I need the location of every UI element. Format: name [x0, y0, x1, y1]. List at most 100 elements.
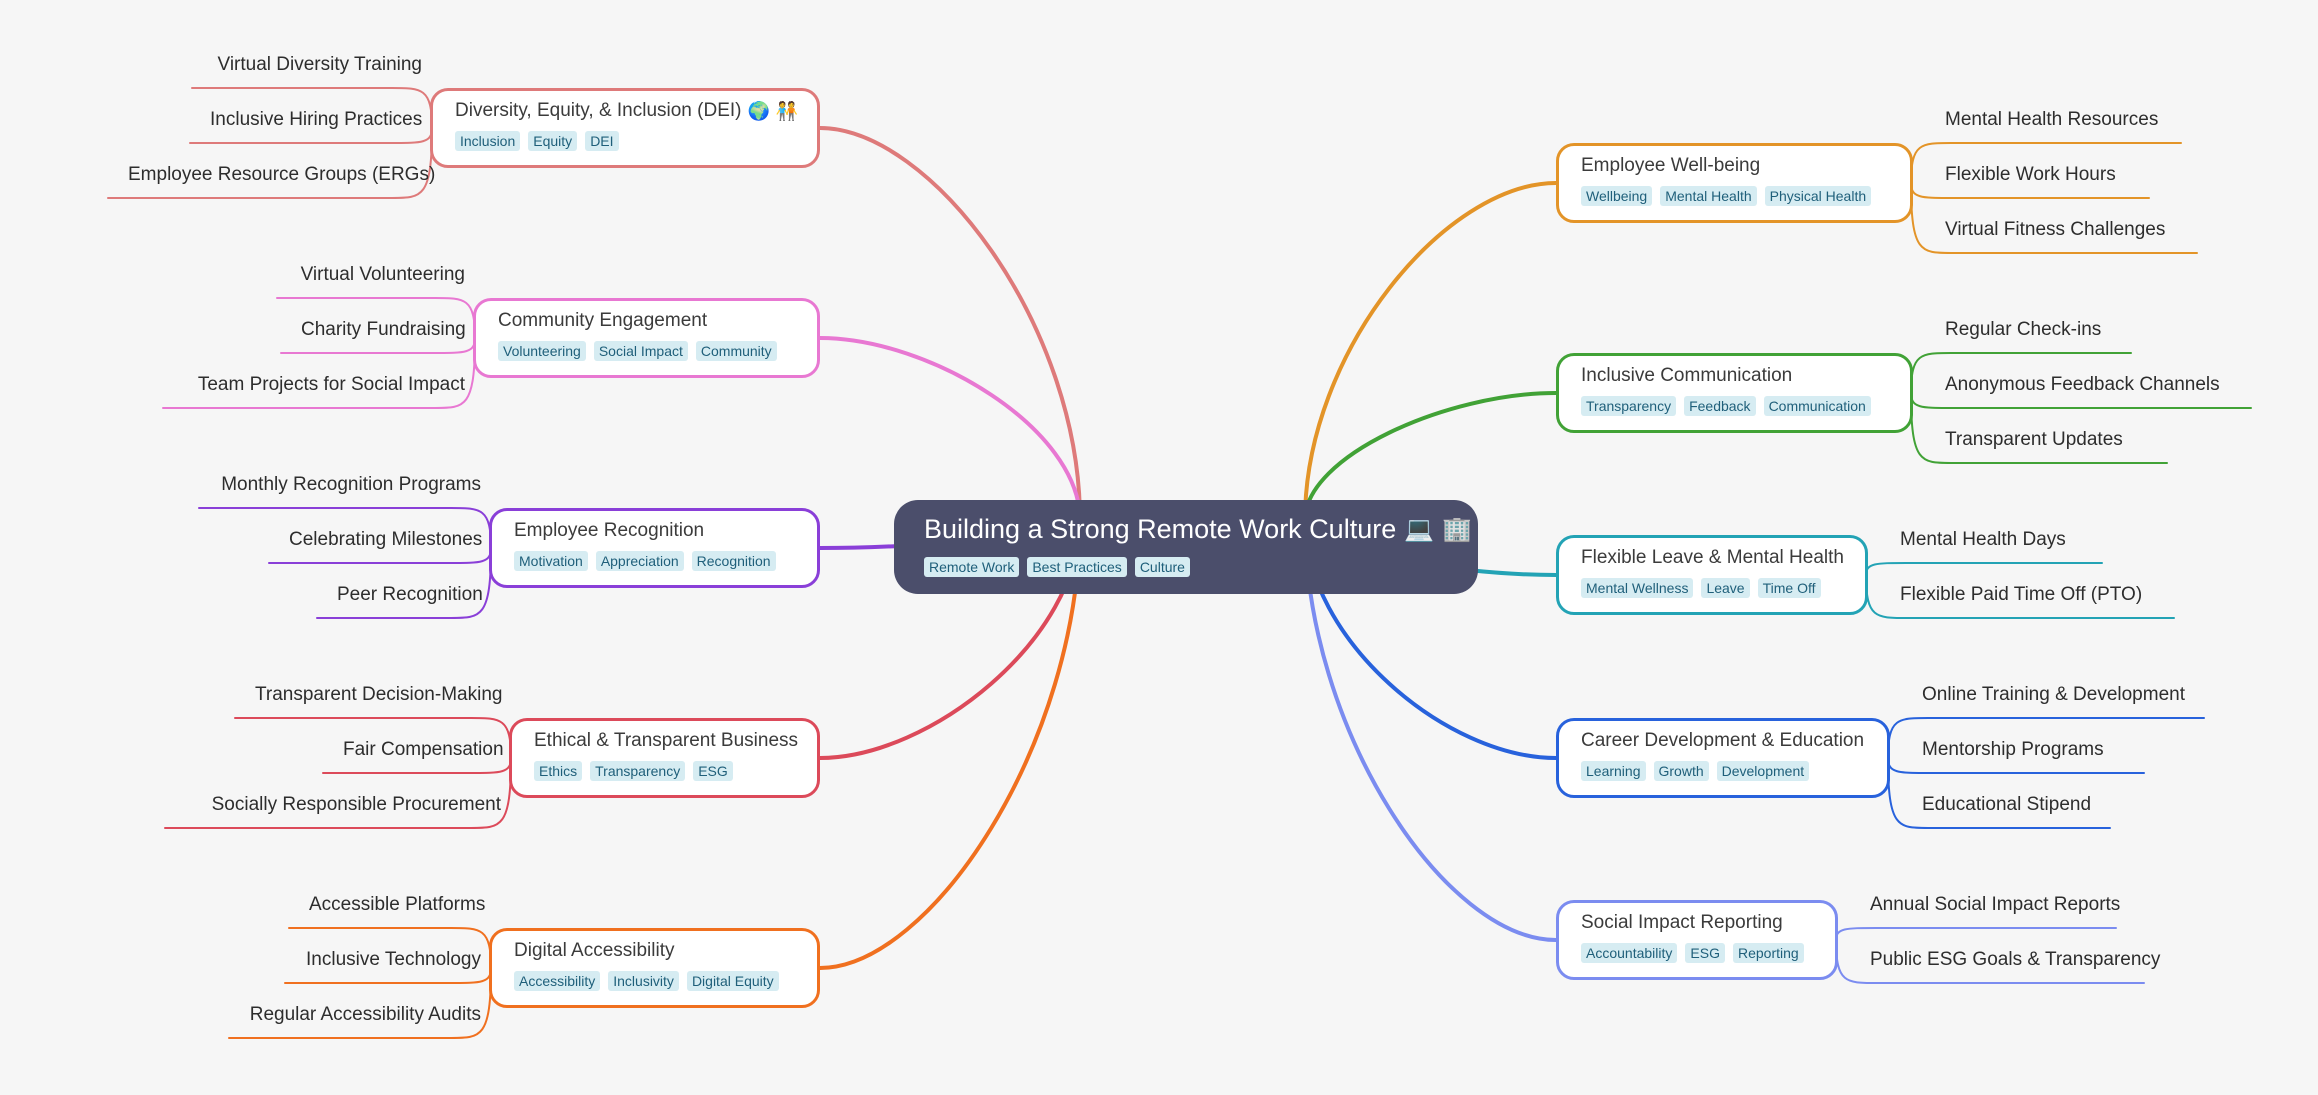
tag[interactable]: Communication	[1763, 396, 1871, 416]
leaf-item[interactable]: Mental Health Days	[1900, 529, 2066, 550]
leaf-item[interactable]: Transparent Decision-Making	[255, 684, 503, 705]
leaf-item[interactable]: Inclusive Technology	[306, 949, 481, 970]
leaf-item[interactable]: Accessible Platforms	[309, 894, 486, 915]
leaf-item[interactable]: Virtual Volunteering	[300, 264, 465, 285]
tag[interactable]: Social Impact	[593, 341, 688, 361]
branch-title-row: Ethical & Transparent Business	[534, 730, 817, 752]
branch-title-row: Employee Recognition	[514, 520, 817, 542]
leaf-item[interactable]: Virtual Fitness Challenges	[1945, 219, 2166, 240]
tag[interactable]: Mental Wellness	[1581, 578, 1694, 598]
branch-tags: Inclusion Equity DEI	[455, 131, 817, 151]
branch-title-row: Flexible Leave & Mental Health	[1581, 547, 1865, 569]
tag[interactable]: Recognition	[691, 551, 776, 571]
leaf-item[interactable]: Online Training & Development	[1922, 684, 2185, 705]
branch-title-row: Community Engagement	[498, 310, 817, 332]
tag[interactable]: Remote Work	[924, 557, 1020, 577]
tag[interactable]: DEI	[585, 131, 619, 151]
leaf-item[interactable]: Flexible Work Hours	[1945, 164, 2116, 185]
leaf-item[interactable]: Charity Fundraising	[301, 319, 466, 340]
branch-title: Ethical & Transparent Business	[534, 730, 799, 751]
tag[interactable]: Ethics	[534, 761, 583, 781]
tag[interactable]: Transparency	[590, 761, 686, 781]
tag[interactable]: Culture	[1134, 557, 1190, 577]
leaf-item[interactable]: Flexible Paid Time Off (PTO)	[1900, 584, 2143, 605]
root-node[interactable]: Building a Strong Remote Work Culture 💻 …	[894, 500, 1478, 594]
globe-icon: 🌍	[747, 100, 770, 121]
tag[interactable]: Wellbeing	[1581, 186, 1653, 206]
tag[interactable]: Time Off	[1757, 578, 1821, 598]
leaf-item[interactable]: Public ESG Goals & Transparency	[1870, 949, 2161, 970]
laptop-icon: 💻	[1404, 516, 1435, 543]
tag[interactable]: Transparency	[1581, 396, 1677, 416]
tag[interactable]: ESG	[693, 761, 733, 781]
tag[interactable]: Learning	[1581, 761, 1646, 781]
leaf-item[interactable]: Virtual Diversity Training	[217, 54, 422, 75]
leaf-item[interactable]: Regular Check-ins	[1945, 319, 2102, 340]
leaf-item[interactable]: Mentorship Programs	[1922, 739, 2104, 760]
tag[interactable]: Physical Health	[1764, 186, 1872, 206]
leaf-item[interactable]: Annual Social Impact Reports	[1870, 894, 2121, 915]
branch-title: Career Development & Education	[1581, 730, 1865, 751]
tag[interactable]: Accountability	[1581, 943, 1678, 963]
tag[interactable]: Accessibility	[514, 971, 601, 991]
leaf-item[interactable]: Inclusive Hiring Practices	[210, 109, 423, 130]
leaf-item[interactable]: Anonymous Feedback Channels	[1945, 374, 2220, 395]
leaf-item[interactable]: Team Projects for Social Impact	[197, 374, 465, 395]
tag[interactable]: Mental Health	[1660, 186, 1757, 206]
tag[interactable]: Community	[695, 341, 777, 361]
branch-node-dei[interactable]: Diversity, Equity, & Inclusion (DEI)🌍🧑‍🤝…	[430, 88, 820, 168]
tag[interactable]: Inclusion	[455, 131, 521, 151]
leaf-item[interactable]: Socially Responsible Procurement	[211, 794, 501, 815]
tag[interactable]: Development	[1716, 761, 1810, 781]
tag[interactable]: Feedback	[1684, 396, 1756, 416]
leaf-item[interactable]: Educational Stipend	[1922, 794, 2092, 815]
branch-title: Inclusive Communication	[1581, 365, 1793, 386]
branch-title: Digital Accessibility	[514, 940, 675, 961]
tag[interactable]: Motivation	[514, 551, 588, 571]
tag[interactable]: Growth	[1653, 761, 1709, 781]
leaf-item[interactable]: Monthly Recognition Programs	[221, 474, 481, 495]
branch-title-row: Diversity, Equity, & Inclusion (DEI)🌍🧑‍🤝…	[455, 100, 817, 122]
connector-impact	[1303, 518, 1558, 942]
branch-tags: Transparency Feedback Communication	[1581, 396, 1910, 416]
tag[interactable]: Inclusivity	[608, 971, 679, 991]
leaf-item[interactable]: Mental Health Resources	[1945, 109, 2159, 130]
connector-community	[818, 336, 1082, 522]
branch-title-row: Employee Well-being	[1581, 155, 1910, 177]
tag[interactable]: Leave	[1701, 578, 1750, 598]
branch-tags: Ethics Transparency ESG	[534, 761, 817, 781]
branch-tags: Accountability ESG Reporting	[1581, 943, 1835, 963]
leaf-item[interactable]: Peer Recognition	[337, 584, 483, 605]
branch-title: Flexible Leave & Mental Health	[1581, 547, 1844, 568]
tag[interactable]: Digital Equity	[686, 971, 779, 991]
tag[interactable]: Appreciation	[595, 551, 684, 571]
branch-title: Community Engagement	[498, 310, 708, 331]
branch-tags: Motivation Appreciation Recognition	[514, 551, 817, 571]
leaf-item[interactable]: Fair Compensation	[343, 739, 504, 760]
branch-title-row: Career Development & Education	[1581, 730, 1887, 752]
leaf-item[interactable]: Employee Resource Groups (ERGs)	[128, 164, 436, 185]
branch-tags: Learning Growth Development	[1581, 761, 1887, 781]
tag[interactable]: Reporting	[1732, 943, 1804, 963]
tag[interactable]: Best Practices	[1027, 557, 1127, 577]
branch-tags: Mental Wellness Leave Time Off	[1581, 578, 1865, 598]
tag[interactable]: ESG	[1685, 943, 1725, 963]
tag[interactable]: Equity	[528, 131, 578, 151]
leaf-item[interactable]: Regular Accessibility Audits	[249, 1004, 481, 1025]
branch-title: Employee Well-being	[1581, 155, 1761, 176]
branch-title: Diversity, Equity, & Inclusion (DEI)	[455, 100, 742, 121]
leaf-item[interactable]: Transparent Updates	[1945, 429, 2123, 450]
leaf-item[interactable]: Celebrating Milestones	[289, 529, 483, 550]
tag[interactable]: Volunteering	[498, 341, 586, 361]
branch-tags: Accessibility Inclusivity Digital Equity	[514, 971, 817, 991]
